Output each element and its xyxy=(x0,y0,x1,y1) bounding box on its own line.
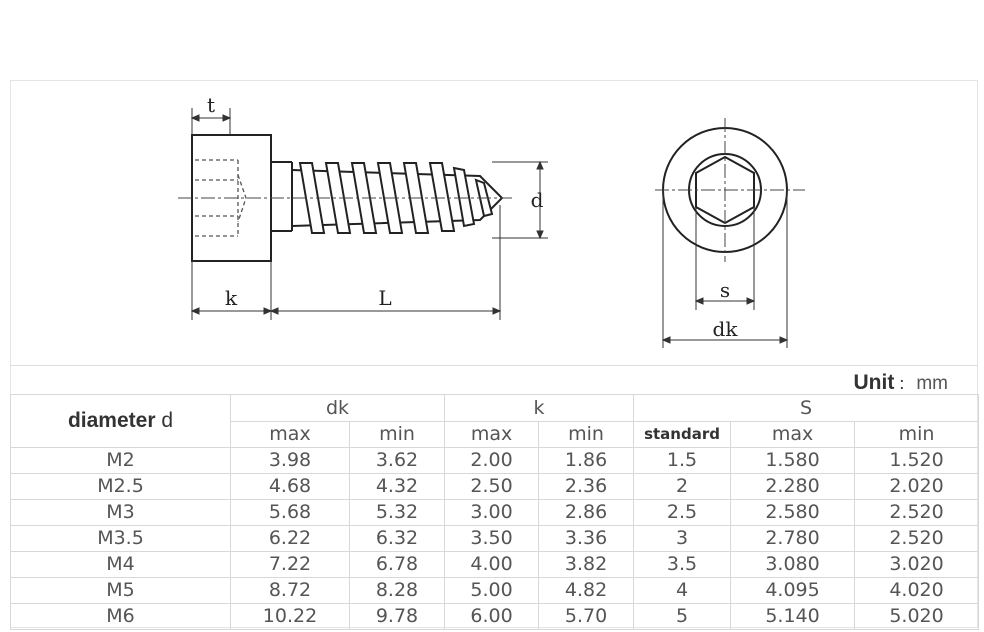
table-cell: 8.28 xyxy=(348,577,446,604)
table-cell: 3.50 xyxy=(444,525,540,552)
table-cell: 3.36 xyxy=(538,525,635,552)
table-cell: 2.86 xyxy=(538,499,635,526)
table-cell: 2.50 xyxy=(444,473,540,500)
sub-header: min xyxy=(348,421,446,448)
table-cell: 2.020 xyxy=(854,473,980,500)
table-cell: 10.22 xyxy=(230,603,350,630)
table-cell: 1.86 xyxy=(538,447,635,474)
diameter-header-label: diameter xyxy=(67,409,156,432)
screw-technical-drawing: t k L d s dk xyxy=(178,93,805,348)
table-cell: 3 xyxy=(633,525,732,552)
table-cell: M3.5 xyxy=(10,525,231,552)
sub-header: max xyxy=(730,421,856,448)
sub-header: min xyxy=(854,421,980,448)
table-cell: 1.520 xyxy=(854,447,980,474)
table-cell: 4.32 xyxy=(348,473,446,500)
table-cell: 2.780 xyxy=(730,525,856,552)
k-label: k xyxy=(225,286,238,310)
table-cell: 3.080 xyxy=(730,551,856,578)
table-cell: 6.32 xyxy=(348,525,446,552)
d-label: d xyxy=(531,188,544,212)
table-cell: 4.020 xyxy=(854,577,980,604)
table-cell: M6 xyxy=(10,603,231,630)
diameter-header: diameter d xyxy=(10,394,231,448)
table-cell: 2.580 xyxy=(730,499,856,526)
sub-header: standard xyxy=(633,421,732,448)
group-header-dk: dk xyxy=(229,394,446,422)
screw-top-view xyxy=(655,118,805,262)
sub-header: max xyxy=(230,421,350,448)
diameter-header-symbol: d xyxy=(161,409,174,432)
table-cell: 3.5 xyxy=(633,551,732,578)
table-cell: M2 xyxy=(10,447,231,474)
dk-label: dk xyxy=(713,317,739,341)
table-cell: M3 xyxy=(10,499,231,526)
L-label: L xyxy=(378,286,391,310)
table-cell: 3.00 xyxy=(444,499,540,526)
table-cell: 3.98 xyxy=(230,447,350,474)
table-cell: M4 xyxy=(10,551,231,578)
table-cell: 2.36 xyxy=(538,473,635,500)
table-cell: 5 xyxy=(633,603,732,630)
table-cell: 1.580 xyxy=(730,447,856,474)
table-cell: 8.72 xyxy=(230,577,350,604)
sub-header: min xyxy=(538,421,635,448)
t-label: t xyxy=(207,93,215,117)
table-cell: 1.5 xyxy=(633,447,732,474)
table-cell: 2.520 xyxy=(854,525,980,552)
unit-title: Unit xyxy=(853,371,895,394)
table-cell: 6.78 xyxy=(348,551,446,578)
table-cell: 2.00 xyxy=(444,447,540,474)
table-cell: 4.68 xyxy=(230,473,350,500)
table-cell: 6.22 xyxy=(230,525,350,552)
table-cell: 9.78 xyxy=(348,603,446,630)
table-cell: 4.095 xyxy=(730,577,856,604)
table-cell: 3.62 xyxy=(348,447,446,474)
sub-header-row: max min max min standard max min xyxy=(11,421,980,448)
table-cell: 7.22 xyxy=(230,551,350,578)
table-cell: 2.5 xyxy=(633,499,732,526)
table-cell: M5 xyxy=(10,577,231,604)
group-header-s: S xyxy=(633,394,980,422)
table-cell: 5.140 xyxy=(730,603,856,630)
dimension-table: diameter d dk k S max min max min standa… xyxy=(10,394,980,630)
unit-label: Unit：mm xyxy=(854,370,948,395)
table-cell: 5.68 xyxy=(230,499,350,526)
unit-row: Unit：mm xyxy=(10,365,978,394)
table-cell: 5.32 xyxy=(348,499,446,526)
unit-value: mm xyxy=(916,373,948,394)
table-cell: 2.280 xyxy=(730,473,856,500)
table-cell: 5.00 xyxy=(444,577,540,604)
group-header-row: diameter d dk k S xyxy=(10,394,980,448)
sub-header: max xyxy=(444,421,540,448)
table-cell: 5.020 xyxy=(854,603,980,630)
unit-separator: ： xyxy=(898,377,913,393)
table-cell: 4.82 xyxy=(538,577,635,604)
table-cell: 2.520 xyxy=(854,499,980,526)
table-cell: 6.00 xyxy=(444,603,540,630)
s-label: s xyxy=(720,278,730,302)
table-cell: 4 xyxy=(633,577,732,604)
table-cell: 4.00 xyxy=(444,551,540,578)
table-cell: 2 xyxy=(633,473,732,500)
table-cell: 5.70 xyxy=(538,603,635,630)
table-cell: 3.020 xyxy=(854,551,980,578)
group-header-k: k xyxy=(444,394,635,422)
table-cell: 3.82 xyxy=(538,551,635,578)
table-cell: M2.5 xyxy=(10,473,231,500)
